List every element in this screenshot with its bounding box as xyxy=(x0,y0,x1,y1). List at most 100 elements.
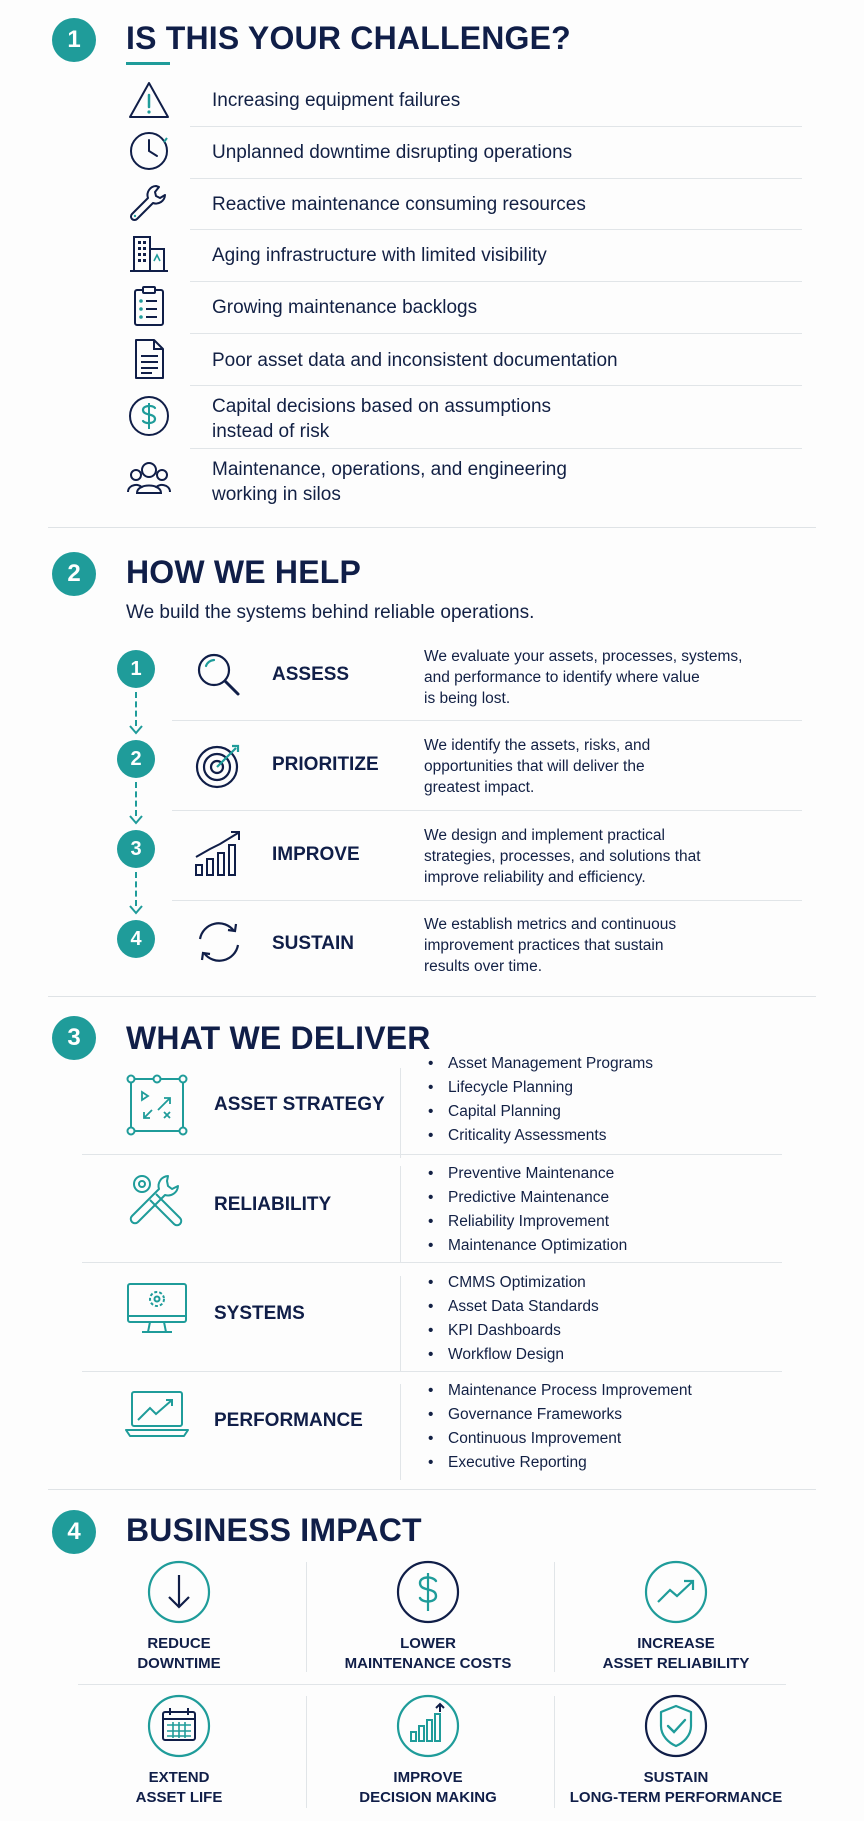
column-divider xyxy=(400,1068,401,1158)
list-item: CMMS Optimization xyxy=(428,1271,599,1295)
list-item: Criticality Assessments xyxy=(428,1124,653,1148)
column-divider xyxy=(400,1384,401,1480)
row-divider xyxy=(172,720,802,721)
column-divider xyxy=(306,1696,307,1808)
arrow-down-icon xyxy=(129,725,143,735)
challenge-item-text-line1: Maintenance, operations, and engineering xyxy=(212,459,567,480)
step-connector xyxy=(135,872,137,906)
row-divider xyxy=(190,229,802,230)
step-number-2: 2 xyxy=(117,740,155,778)
list-item: Asset Management Programs xyxy=(428,1052,653,1076)
column-divider xyxy=(306,1562,307,1672)
row-divider xyxy=(82,1262,782,1263)
growth-chart-icon xyxy=(195,831,240,876)
laptop-chart-icon xyxy=(125,1391,189,1437)
deliver-title-systems: SYSTEMS xyxy=(214,1303,305,1324)
challenge-item-text: Unplanned downtime disrupting operations xyxy=(212,142,573,163)
challenge-item-text: Poor asset data and inconsistent documen… xyxy=(212,350,618,371)
challenge-item-text: Reactive maintenance consuming resources xyxy=(212,194,586,215)
section-number-3: 3 xyxy=(52,1016,96,1060)
deliver-list-performance: Maintenance Process Improvement Governan… xyxy=(428,1379,692,1475)
bar-chart-icon xyxy=(396,1694,460,1758)
row-divider xyxy=(172,810,802,811)
section-title-business-impact: BUSINESS IMPACT xyxy=(126,1512,422,1548)
section-title-what-we-deliver: WHAT WE DELIVER xyxy=(126,1020,431,1056)
section-subtitle: We build the systems behind reliable ope… xyxy=(126,602,535,623)
step-description: We evaluate your assets, processes, syst… xyxy=(424,648,743,707)
challenge-item-text-line2: instead of risk xyxy=(212,421,330,442)
step-number-3: 3 xyxy=(117,830,155,868)
deliver-list-asset-strategy: Asset Management Programs Lifecycle Plan… xyxy=(428,1052,653,1148)
section-title-how-we-help: HOW WE HELP xyxy=(126,554,362,590)
team-icon xyxy=(127,462,171,494)
list-item: Lifecycle Planning xyxy=(428,1076,653,1100)
row-divider xyxy=(82,1371,782,1372)
step-connector xyxy=(135,692,137,726)
column-divider xyxy=(554,1562,555,1672)
arrow-down-icon xyxy=(129,905,143,915)
list-item: Predictive Maintenance xyxy=(428,1186,627,1210)
row-divider xyxy=(190,281,802,282)
section-divider xyxy=(48,1489,816,1490)
section-divider xyxy=(48,527,816,528)
cycle-arrows-icon xyxy=(198,922,240,962)
row-divider xyxy=(190,333,802,334)
list-item: Maintenance Process Improvement xyxy=(428,1379,692,1403)
step-title-assess: ASSESS xyxy=(272,664,350,685)
challenge-item-text: Growing maintenance backlogs xyxy=(212,297,478,318)
row-divider xyxy=(190,178,802,179)
step-title-improve: IMPROVE xyxy=(272,844,360,865)
list-item: KPI Dashboards xyxy=(428,1319,599,1343)
deliver-title-asset-strategy: ASSET STRATEGY xyxy=(214,1094,385,1115)
tools-icon xyxy=(129,1175,183,1227)
asset-strategy-icon xyxy=(126,1074,188,1136)
shield-check-icon xyxy=(644,1694,708,1758)
step-title-prioritize: PRIORITIZE xyxy=(272,754,379,775)
section-number-2: 2 xyxy=(52,552,96,596)
dollar-icon xyxy=(129,396,169,436)
deliver-list-systems: CMMS Optimization Asset Data Standards K… xyxy=(428,1271,599,1367)
magnifier-icon xyxy=(197,653,240,696)
dollar-circle-icon xyxy=(396,1560,460,1624)
deliver-title-performance: PERFORMANCE xyxy=(214,1410,363,1431)
list-item: Preventive Maintenance xyxy=(428,1162,627,1186)
row-divider xyxy=(190,448,802,449)
deliver-title-reliability: RELIABILITY xyxy=(214,1194,332,1215)
challenge-item-text-line1: Capital decisions based on assumptions xyxy=(212,396,552,417)
step-title-sustain: SUSTAIN xyxy=(272,933,354,954)
document-icon xyxy=(135,339,164,379)
step-number-1: 1 xyxy=(117,650,155,688)
row-divider xyxy=(82,1154,782,1155)
list-item: Workflow Design xyxy=(428,1343,599,1367)
column-divider xyxy=(554,1696,555,1808)
section-number-1: 1 xyxy=(52,18,96,62)
row-divider xyxy=(190,385,802,386)
down-arrow-icon xyxy=(147,1560,211,1624)
title-underline xyxy=(126,62,170,65)
building-icon xyxy=(130,236,168,272)
list-item: Capital Planning xyxy=(428,1100,653,1124)
column-divider xyxy=(400,1166,401,1262)
deliver-list-reliability: Preventive Maintenance Predictive Mainte… xyxy=(428,1162,627,1258)
challenge-item-text-line2: working in silos xyxy=(212,484,341,505)
step-number-4: 4 xyxy=(117,920,155,958)
clock-icon xyxy=(130,132,168,170)
warning-icon xyxy=(129,82,169,118)
step-connector xyxy=(135,782,137,816)
calendar-icon xyxy=(147,1694,211,1758)
section-divider xyxy=(48,996,816,997)
wrench-icon xyxy=(129,185,166,222)
monitor-gear-icon xyxy=(127,1283,187,1333)
list-item: Reliability Improvement xyxy=(428,1210,627,1234)
trend-up-icon xyxy=(644,1560,708,1624)
section-title-challenge: IS THIS YOUR CHALLENGE? xyxy=(126,20,571,56)
row-divider xyxy=(78,1684,786,1685)
